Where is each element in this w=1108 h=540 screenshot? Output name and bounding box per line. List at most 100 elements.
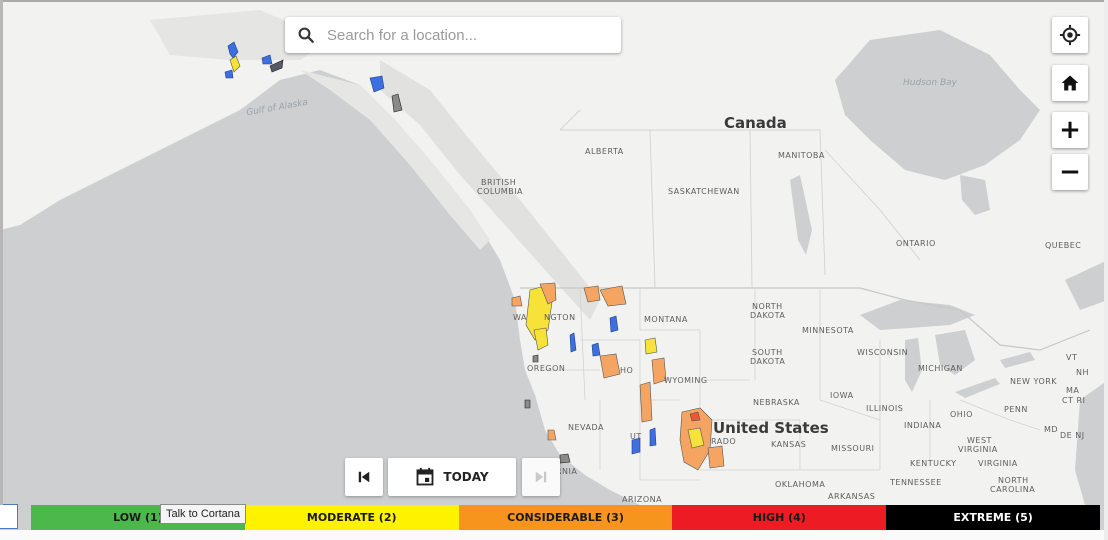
atlantic-water bbox=[1075, 380, 1108, 505]
label-arizona: ARIZONA bbox=[622, 495, 663, 504]
label-new-york: NEW YORK bbox=[1010, 377, 1058, 386]
lake-erie bbox=[955, 378, 1000, 398]
label-arkansas: ARKANSAS bbox=[828, 492, 876, 501]
james-bay-water bbox=[960, 175, 990, 215]
legend-considerable: CONSIDERABLE (3) bbox=[458, 505, 673, 530]
label-california: RNIA bbox=[556, 467, 578, 476]
label-south-dakota-2: DAKOTA bbox=[750, 357, 786, 366]
locate-button[interactable] bbox=[1052, 17, 1088, 53]
label-missouri: MISSOURI bbox=[831, 444, 875, 453]
label-washington-b: NGTON bbox=[544, 313, 576, 322]
search-input[interactable] bbox=[325, 25, 609, 45]
next-day-button[interactable] bbox=[522, 458, 560, 496]
hudson-bay-water bbox=[835, 30, 1040, 180]
forecast-zones-northwest bbox=[511, 282, 667, 423]
zoom-in-button[interactable]: + bbox=[1052, 112, 1088, 148]
label-north-carolina-2: CAROLINA bbox=[990, 485, 1036, 494]
label-vt: VT bbox=[1066, 353, 1078, 362]
label-north-dakota-2: DAKOTA bbox=[750, 311, 786, 320]
label-united-states: United States bbox=[713, 419, 829, 437]
legend-high-label: HIGH (4) bbox=[752, 511, 806, 524]
label-british-columbia-1: BRITISH bbox=[481, 178, 517, 187]
window-frame-top bbox=[0, 0, 1108, 2]
legend-moderate: MODERATE (2) bbox=[244, 505, 459, 530]
forecast-zones-rockies bbox=[547, 407, 725, 471]
home-icon bbox=[1061, 75, 1079, 91]
search-icon bbox=[298, 27, 314, 43]
us-canada-border bbox=[520, 287, 1091, 351]
state-borders bbox=[540, 287, 1041, 481]
danger-scale-legend: LOW (1) MODERATE (2) CONSIDERABLE (3) HI… bbox=[31, 505, 1100, 530]
label-penn: PENN bbox=[1004, 405, 1028, 414]
label-wisconsin: WISCONSIN bbox=[857, 348, 909, 357]
zoom-out-button[interactable]: − bbox=[1052, 154, 1088, 190]
label-ohio: OHIO bbox=[950, 410, 973, 419]
scrollbar-track[interactable] bbox=[1104, 0, 1108, 540]
cortana-tooltip: Talk to Cortana bbox=[160, 504, 246, 524]
label-iowa: IOWA bbox=[830, 391, 854, 400]
label-kansas: KANSAS bbox=[771, 440, 807, 449]
label-illinois: ILLINOIS bbox=[866, 404, 904, 413]
first-day-button[interactable] bbox=[345, 458, 383, 496]
lake-winnipeg bbox=[790, 175, 812, 255]
label-nh: NH bbox=[1076, 368, 1089, 377]
label-nebraska: NEBRASKA bbox=[753, 398, 800, 407]
today-label: TODAY bbox=[443, 470, 489, 484]
legend-moderate-label: MODERATE (2) bbox=[306, 511, 397, 524]
label-ct-ri: CT RI bbox=[1062, 396, 1086, 405]
search-box[interactable] bbox=[285, 17, 621, 53]
st-lawrence-water bbox=[1065, 260, 1108, 310]
label-british-columbia-2: COLUMBIA bbox=[477, 187, 524, 196]
label-west-virginia-1: WEST bbox=[967, 436, 992, 445]
crosshair-icon bbox=[1059, 24, 1081, 46]
lake-huron bbox=[935, 330, 975, 375]
window-frame-left bbox=[0, 0, 3, 505]
label-manitoba: MANITOBA bbox=[778, 151, 825, 160]
bottom-edge bbox=[0, 530, 1108, 540]
label-nevada: NEVADA bbox=[568, 423, 604, 432]
label-north-carolina-1: NORTH bbox=[998, 476, 1029, 485]
label-ma: MA bbox=[1066, 386, 1080, 395]
legend-high: HIGH (4) bbox=[672, 505, 887, 530]
label-alberta: ALBERTA bbox=[585, 147, 624, 156]
label-indiana: INDIANA bbox=[904, 421, 942, 430]
label-de-nj: DE NJ bbox=[1060, 431, 1085, 440]
legend-low-label: LOW (1) bbox=[113, 511, 163, 524]
skip-first-icon bbox=[358, 471, 370, 483]
label-md: MD bbox=[1044, 425, 1059, 434]
province-borders bbox=[559, 109, 921, 289]
label-virginia: VIRGINIA bbox=[978, 459, 1018, 468]
label-tennessee: TENNESSEE bbox=[890, 478, 942, 487]
lake-michigan bbox=[905, 338, 922, 392]
label-canada: Canada bbox=[724, 114, 787, 132]
skip-next-icon bbox=[535, 471, 547, 483]
label-south-dakota-1: SOUTH bbox=[752, 348, 783, 357]
label-quebec: QUEBEC bbox=[1045, 241, 1082, 250]
label-west-virginia-2: VIRGINIA bbox=[958, 445, 998, 454]
label-montana: MONTANA bbox=[644, 315, 688, 324]
label-kentucky: KENTUCKY bbox=[910, 459, 957, 468]
legend-considerable-label: CONSIDERABLE (3) bbox=[507, 511, 624, 524]
label-oklahoma: OKLAHOMA bbox=[775, 480, 826, 489]
label-wyoming: WYOMING bbox=[664, 376, 708, 385]
label-idaho: HO bbox=[620, 366, 634, 375]
label-colorado: RADO bbox=[711, 437, 737, 446]
home-button[interactable] bbox=[1052, 65, 1088, 101]
zoom-out-label: − bbox=[1059, 157, 1081, 187]
label-michigan: MICHIGAN bbox=[918, 364, 963, 373]
mountain-relief bbox=[380, 60, 600, 320]
label-utah: UT bbox=[630, 432, 642, 441]
label-hudson-bay: Hudson Bay bbox=[903, 78, 957, 88]
label-minnesota: MINNESOTA bbox=[802, 326, 854, 335]
zoom-in-label: + bbox=[1059, 115, 1081, 145]
lake-ontario bbox=[1000, 352, 1035, 368]
left-panel-stub bbox=[0, 504, 18, 529]
legend-extreme-label: EXTREME (5) bbox=[953, 511, 1033, 524]
label-saskatchewan: SASKATCHEWAN bbox=[668, 187, 740, 196]
calendar-today-icon bbox=[416, 467, 434, 486]
label-oregon: OREGON bbox=[527, 364, 566, 373]
forecast-zones-alaska bbox=[224, 41, 403, 113]
today-button[interactable]: TODAY bbox=[388, 458, 516, 496]
label-north-dakota-1: NORTH bbox=[752, 302, 783, 311]
